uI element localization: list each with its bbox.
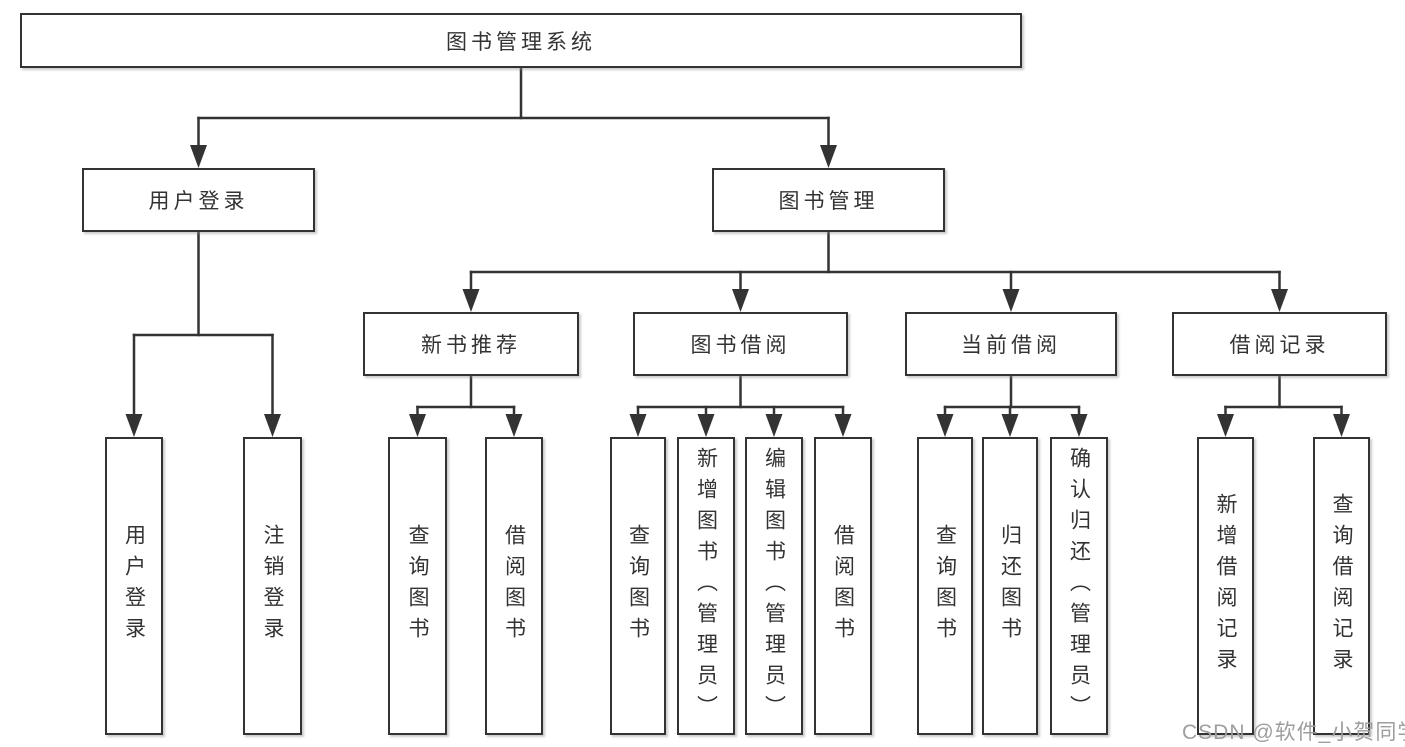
watermark-text: CSDN @软件_小贺同学 (1182, 721, 1405, 744)
node-leaf-bb-edit: 编辑图书（管理员） (745, 437, 803, 735)
node-label: 新增图书（管理员） (694, 446, 718, 726)
node-label: 查询借阅记录 (1330, 493, 1353, 679)
node-label: 当前借阅 (961, 334, 1061, 357)
node-leaf-bb-borrow: 借阅图书 (814, 437, 872, 735)
node-leaf-nbr-query: 查询图书 (388, 437, 447, 735)
node-leaf-br-query: 查询借阅记录 (1313, 437, 1370, 735)
node-label: 归还图书 (998, 524, 1022, 648)
node-label: 用户登录 (122, 524, 146, 648)
node-new-book-rec: 新书推荐 (363, 312, 579, 376)
node-root: 图书管理系统 (20, 13, 1022, 68)
node-label: 图书管理 (778, 190, 879, 213)
node-leaf-bb-query: 查询图书 (610, 437, 666, 735)
node-user-login: 用户登录 (82, 168, 315, 232)
node-label: 查询图书 (406, 524, 429, 648)
node-label: 注销登录 (261, 524, 284, 648)
node-label: 新书推荐 (421, 334, 521, 357)
node-borrow-records: 借阅记录 (1172, 312, 1387, 376)
node-current-borrow: 当前借阅 (905, 312, 1117, 376)
node-leaf-logout: 注销登录 (243, 437, 302, 735)
node-leaf-br-add: 新增借阅记录 (1197, 437, 1254, 735)
node-label: 借阅图书 (831, 524, 855, 648)
node-label: 图书借阅 (690, 334, 791, 357)
node-label: 编辑图书（管理员） (762, 446, 786, 726)
node-label: 借阅记录 (1229, 334, 1330, 357)
node-book-borrow: 图书借阅 (633, 312, 848, 376)
node-leaf-cb-query: 查询图书 (917, 437, 973, 735)
node-leaf-bb-add: 新增图书（管理员） (677, 437, 735, 735)
node-book-mgmt: 图书管理 (712, 168, 945, 232)
node-label: 查询图书 (626, 524, 650, 648)
node-label: 用户登录 (148, 190, 249, 213)
node-label: 借阅图书 (502, 524, 526, 648)
node-label: 图书管理系统 (446, 30, 596, 54)
node-leaf-login: 用户登录 (105, 437, 163, 735)
node-label: 查询图书 (933, 524, 957, 648)
node-leaf-cb-confirm: 确认归还（管理员） (1050, 437, 1108, 735)
node-leaf-nbr-borrow: 借阅图书 (485, 437, 543, 735)
node-leaf-cb-return: 归还图书 (982, 437, 1038, 735)
node-label: 确认归还（管理员） (1067, 446, 1091, 726)
node-label: 新增借阅记录 (1214, 493, 1237, 679)
